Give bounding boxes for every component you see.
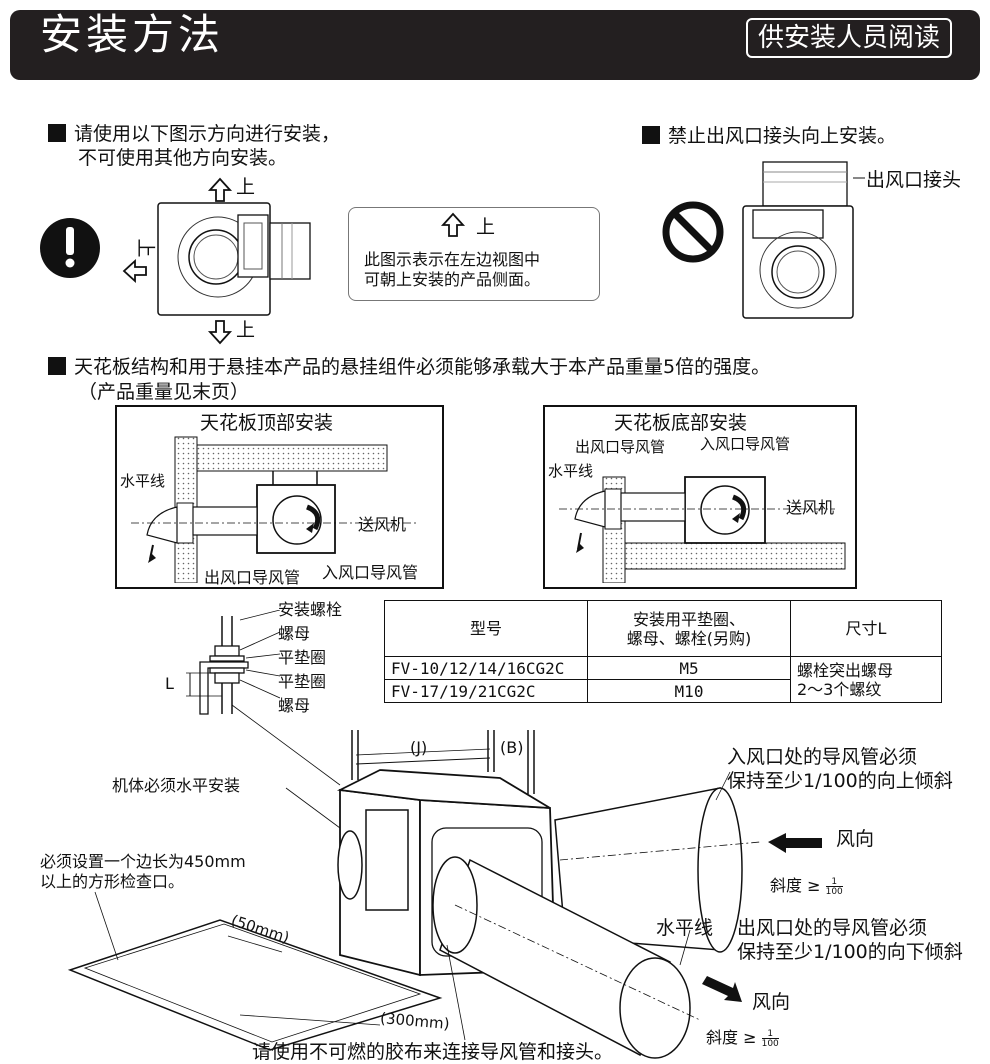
bottom-mount-title: 天花板底部安装 [614, 412, 748, 434]
bottom-outlet-duct-label: 出风口导风管 [575, 438, 666, 456]
note-text: 此图示表示在左边视图中可朝上安装的产品侧面。 [364, 250, 541, 289]
inlet-slope-note: 入风口处的导风管必须保持至少1/100的向上倾斜 [727, 746, 953, 792]
page-title: 安装方法 [40, 10, 225, 59]
top-outlet-duct-label: 出风口导风管 [204, 568, 301, 587]
cell-hardware: M5 [587, 656, 791, 680]
outlet-slope-note: 出风口处的导风管必须保持至少1/100的向下倾斜 [737, 917, 963, 963]
up-label-left: 上 [134, 238, 157, 258]
strength-note: （产品重量见末页） [78, 381, 250, 403]
tape-instruction: 请使用不可燃的胶布来连接导风管和接头。 [252, 1041, 614, 1063]
bottom-horizontal-label: 水平线 [548, 462, 594, 480]
prohibited-icon [662, 201, 724, 263]
header-model: 型号 [384, 600, 588, 657]
bolt-label-nut: 螺母 [278, 624, 311, 643]
bolt-label-washer: 平垫圈 [278, 648, 327, 667]
header-hardware: 安装用平垫圈、螺母、螺栓(另购) [587, 600, 791, 657]
top-fan-label: 送风机 [358, 515, 407, 534]
cell-model: FV-17/19/21CG2C [384, 679, 588, 703]
header-size-l: 尺寸L [790, 600, 942, 657]
bolt-detail-diagram [186, 610, 280, 715]
bottom-inlet-duct-label: 入风口导风管 [700, 435, 791, 453]
wind-direction-arrow-icon [702, 976, 742, 1002]
up-arrow-icon [440, 212, 466, 237]
main-install-diagram [67, 704, 822, 1059]
outlet-joint-label: 出风口接头 [866, 169, 962, 191]
bullet-square-icon [48, 124, 66, 142]
note-up-label: 上 [476, 216, 496, 238]
table-row: FV-17/19/21CG2C M10 [384, 679, 942, 703]
table-header-row: 型号 安装用平垫圈、螺母、螺栓(另购) 尺寸L [384, 600, 942, 657]
spec-table: 型号 安装用平垫圈、螺母、螺栓(另购) 尺寸L FV-10/12/14/16CG… [384, 600, 942, 703]
strength-heading: 天花板结构和用于悬挂本产品的悬挂组件必须能够承载大于本产品重量5倍的强度。 [48, 355, 978, 379]
prohibited-heading: 禁止出风口接头向上安装。 [642, 124, 896, 148]
dim-j-label: (J) [410, 738, 428, 757]
bullet-square-icon [642, 126, 660, 144]
bolt-label-nut-2: 螺母 [278, 696, 311, 715]
prohibited-diagram [662, 161, 865, 319]
level-install-label: 机体必须水平安装 [112, 776, 241, 795]
wind-direction-label-lower: 风向 [752, 991, 791, 1013]
wind-direction-label-upper: 风向 [836, 828, 875, 850]
top-inlet-duct-label: 入风口导风管 [322, 563, 419, 582]
left-arrow-icon [122, 258, 147, 284]
bottom-mount-diagram [559, 476, 846, 583]
bolt-label-washer-2: 平垫圈 [278, 672, 327, 691]
down-arrow-icon [207, 320, 233, 345]
orientation-heading: 请使用以下图示方向进行安装， 不可使用其他方向安装。 [48, 122, 340, 170]
audience-badge: 供安装人员阅读 [745, 18, 952, 58]
bolt-dim-label: L [165, 674, 174, 693]
orientation-diagram [40, 177, 311, 345]
top-mount-title: 天花板顶部安装 [200, 412, 334, 434]
bottom-fan-label: 送风机 [786, 498, 835, 517]
header-bar [10, 10, 980, 80]
bolt-label-bolt: 安装螺栓 [278, 600, 343, 619]
orientation-note [348, 207, 600, 301]
cell-model: FV-10/12/14/16CG2C [384, 656, 588, 680]
up-label-top: 上 [236, 176, 256, 198]
outlet-horizontal-label: 水平线 [656, 917, 714, 939]
up-arrow-icon [207, 177, 233, 202]
warning-exclamation-icon [40, 218, 100, 278]
up-label-bottom: 上 [236, 319, 256, 341]
top-mount-diagram [131, 436, 417, 583]
top-horizontal-label: 水平线 [120, 472, 166, 490]
dim-b-label: (B) [500, 738, 524, 757]
cell-hardware: M10 [587, 679, 791, 703]
bullet-square-icon [48, 357, 66, 375]
wind-direction-arrow-icon [768, 833, 822, 853]
